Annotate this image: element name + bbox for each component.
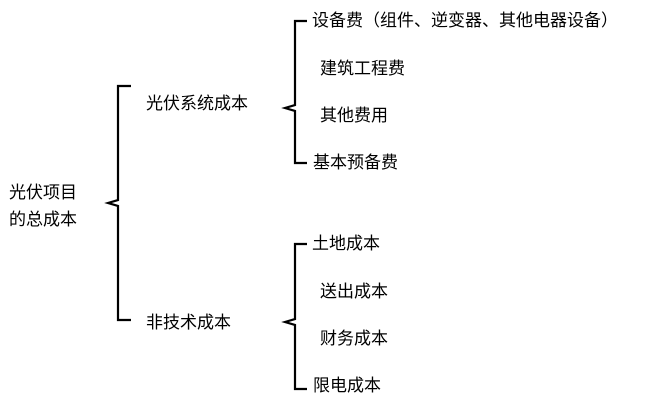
root-node-label: 光伏项目 的总成本 [9, 180, 77, 234]
leaf-label-land-cost: 土地成本 [312, 234, 380, 254]
branch-label-non-tech: 非技术成本 [146, 313, 231, 333]
leaf-label-other-fee: 其他费用 [320, 106, 388, 126]
branch-brace-pv-system [281, 19, 307, 165]
root-brace [104, 84, 131, 322]
branch-label-pv-system: 光伏系统成本 [146, 94, 248, 114]
leaf-label-equipment-cost: 设备费（组件、逆变器、其他电器设备） [312, 11, 618, 31]
leaf-label-curtailment-cost: 限电成本 [313, 376, 381, 396]
leaf-label-construction-cost: 建筑工程费 [320, 59, 405, 79]
branch-brace-non-tech [281, 242, 307, 391]
leaf-label-basic-reserve: 基本预备费 [313, 153, 398, 173]
root-node-label-line1: 光伏项目 [9, 183, 77, 203]
root-node-label-line2: 的总成本 [9, 210, 77, 230]
leaf-label-delivery-cost: 送出成本 [320, 282, 388, 302]
leaf-label-finance-cost: 财务成本 [320, 329, 388, 349]
